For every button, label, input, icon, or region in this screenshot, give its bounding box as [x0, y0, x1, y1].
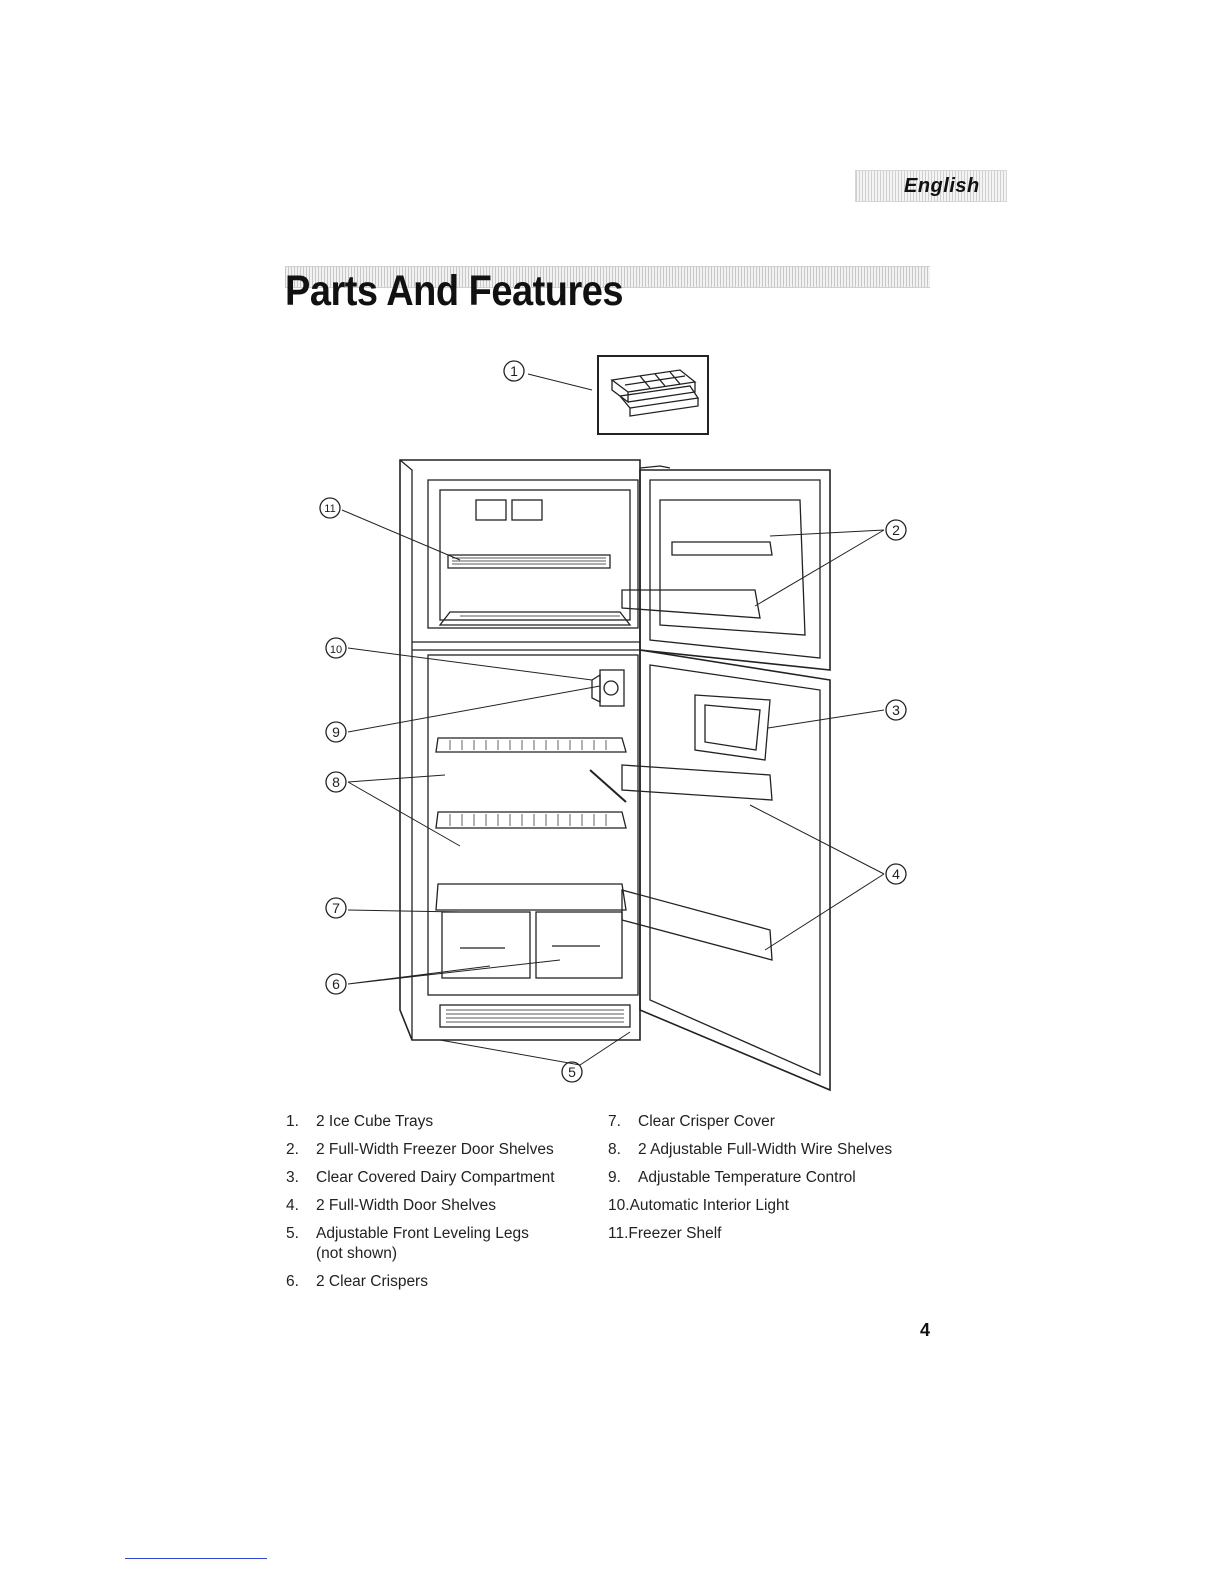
list-item: 4.2 Full-Width Door Shelves: [286, 1197, 497, 1214]
callout-10: 10: [325, 637, 347, 659]
fresh-food-door: [621, 649, 831, 1092]
svg-text:3: 3: [892, 702, 900, 718]
svg-text:7: 7: [332, 900, 340, 916]
page-number: 4: [920, 1320, 931, 1340]
callout-6: 6: [325, 973, 347, 995]
list-item: 1.2 Ice Cube Trays: [286, 1113, 434, 1130]
list-item: 7.Clear Crisper Cover: [608, 1113, 775, 1130]
list-item: 8.2 Adjustable Full-Width Wire Shelves: [608, 1141, 893, 1158]
svg-text:5: 5: [568, 1064, 576, 1080]
svg-text:4: 4: [892, 866, 900, 882]
cabinet: [399, 459, 641, 1041]
list-item: 5.Adjustable Front Leveling Legs (not sh…: [286, 1225, 529, 1262]
list-item: 9.Adjustable Temperature Control: [608, 1169, 856, 1186]
language-tab: English: [855, 170, 1007, 202]
callout-3: 3: [885, 699, 907, 721]
leader-lines: [341, 373, 885, 1066]
svg-text:6: 6: [332, 976, 340, 992]
callout-5: 5: [561, 1061, 583, 1083]
list-item: 11.Freezer Shelf: [608, 1225, 722, 1242]
callout-1: 1: [503, 360, 525, 382]
callout-9: 9: [325, 721, 347, 743]
svg-text:2: 2: [892, 522, 900, 538]
title-banner: Parts And Features: [285, 266, 930, 315]
ice-tray-illustration: [597, 355, 709, 435]
list-item: 2.2 Full-Width Freezer Door Shelves: [286, 1141, 554, 1158]
callout-8: 8: [325, 771, 347, 793]
list-item: 6.2 Clear Crispers: [286, 1273, 428, 1290]
callout-markers: 1 2 3 4 5 6 7: [319, 360, 907, 1083]
callout-11: 11: [319, 497, 341, 519]
page-title: Parts And Features: [285, 268, 624, 316]
parts-list-right: 7.Clear Crisper Cover 8.2 Adjustable Ful…: [608, 1112, 948, 1252]
svg-text:1: 1: [510, 363, 518, 379]
list-item: 10.Automatic Interior Light: [608, 1197, 789, 1214]
callout-2: 2: [885, 519, 907, 541]
callout-7: 7: [325, 897, 347, 919]
svg-text:11: 11: [324, 503, 335, 515]
refrigerator-diagram: 1 2 3 4 5 6 7: [300, 350, 940, 1110]
title-rule: [285, 266, 930, 288]
callout-4: 4: [885, 863, 907, 885]
svg-text:8: 8: [332, 774, 340, 790]
parts-list-left: 1.2 Ice Cube Trays 2.2 Full-Width Freeze…: [286, 1112, 596, 1300]
svg-text:10: 10: [330, 644, 342, 656]
footer-rule: [125, 1558, 267, 1559]
freezer-door: [621, 465, 831, 671]
language-label: English: [904, 175, 980, 197]
list-item: 3.Clear Covered Dairy Compartment: [286, 1169, 555, 1186]
svg-text:9: 9: [332, 724, 340, 740]
